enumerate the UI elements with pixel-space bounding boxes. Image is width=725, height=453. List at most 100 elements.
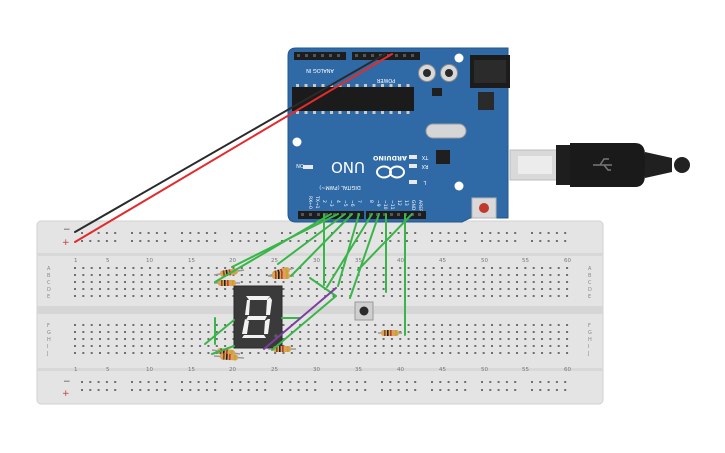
breadboard-hole[interactable] <box>224 267 227 269</box>
breadboard-hole[interactable] <box>516 352 519 354</box>
breadboard-hole[interactable] <box>357 345 360 347</box>
breadboard-hole[interactable] <box>482 331 485 333</box>
breadboard-hole[interactable] <box>390 338 393 340</box>
rail-hole[interactable] <box>147 389 150 391</box>
breadboard-hole[interactable] <box>524 267 527 269</box>
breadboard-hole[interactable] <box>74 331 76 333</box>
breadboard-hole[interactable] <box>157 288 160 290</box>
rail-hole[interactable] <box>397 389 400 391</box>
breadboard-hole[interactable] <box>349 331 352 333</box>
breadboard-hole[interactable] <box>149 274 152 276</box>
header-pin[interactable] <box>395 54 398 57</box>
breadboard-hole[interactable] <box>541 274 544 276</box>
breadboard-hole[interactable] <box>507 331 510 333</box>
breadboard-hole[interactable] <box>115 338 118 340</box>
breadboard-hole[interactable] <box>357 331 360 333</box>
breadboard-hole[interactable] <box>374 267 377 269</box>
breadboard-hole[interactable] <box>432 267 435 269</box>
breadboard-hole[interactable] <box>107 324 110 326</box>
rail-hole[interactable] <box>414 389 417 391</box>
breadboard-hole[interactable] <box>115 274 118 276</box>
rail-hole[interactable] <box>389 232 392 234</box>
breadboard-hole[interactable] <box>365 267 368 269</box>
breadboard-hole[interactable] <box>174 352 177 354</box>
breadboard-hole[interactable] <box>232 288 235 290</box>
breadboard-hole[interactable] <box>224 288 227 290</box>
breadboard-hole[interactable] <box>449 281 452 283</box>
breadboard-hole[interactable] <box>99 324 102 326</box>
rail-hole[interactable] <box>564 232 567 234</box>
header-pin[interactable] <box>309 213 312 216</box>
breadboard-hole[interactable] <box>132 345 135 347</box>
breadboard-hole[interactable] <box>457 324 460 326</box>
breadboard-hole[interactable] <box>399 288 402 290</box>
rail-hole[interactable] <box>231 240 233 242</box>
breadboard-hole[interactable] <box>74 324 76 326</box>
breadboard-hole[interactable] <box>374 324 377 326</box>
breadboard-hole[interactable] <box>90 281 93 283</box>
breadboard-hole[interactable] <box>307 331 310 333</box>
breadboard-hole[interactable] <box>332 281 335 283</box>
breadboard-hole[interactable] <box>82 324 85 326</box>
rail-hole[interactable] <box>547 240 550 242</box>
breadboard-hole[interactable] <box>174 331 177 333</box>
breadboard-hole[interactable] <box>457 352 460 354</box>
breadboard-hole[interactable] <box>399 345 402 347</box>
breadboard-hole[interactable] <box>499 331 502 333</box>
breadboard-hole[interactable] <box>465 352 468 354</box>
rail-hole[interactable] <box>131 232 133 234</box>
breadboard-hole[interactable] <box>440 288 443 290</box>
rail-hole[interactable] <box>239 232 242 234</box>
breadboard-hole[interactable] <box>507 295 510 297</box>
rail-hole[interactable] <box>447 381 450 383</box>
rail-hole[interactable] <box>389 381 392 383</box>
breadboard-hole[interactable] <box>407 295 410 297</box>
breadboard-hole[interactable] <box>165 274 168 276</box>
breadboard-hole[interactable] <box>282 295 285 297</box>
breadboard-hole[interactable] <box>549 281 552 283</box>
header-pin[interactable] <box>313 54 316 57</box>
breadboard-hole[interactable] <box>290 295 293 297</box>
rail-hole[interactable] <box>197 381 200 383</box>
breadboard-hole[interactable] <box>99 281 102 283</box>
rail-hole[interactable] <box>289 381 292 383</box>
breadboard-hole[interactable] <box>340 288 343 290</box>
breadboard-hole[interactable] <box>549 295 552 297</box>
rail-hole[interactable] <box>547 232 550 234</box>
header-pin[interactable] <box>355 54 358 57</box>
rail-hole[interactable] <box>239 240 242 242</box>
breadboard-hole[interactable] <box>340 295 343 297</box>
breadboard-hole[interactable] <box>107 267 110 269</box>
rail-hole[interactable] <box>81 389 83 391</box>
breadboard-hole[interactable] <box>382 281 385 283</box>
rail-hole[interactable] <box>339 389 342 391</box>
rail-hole[interactable] <box>255 240 258 242</box>
breadboard-hole[interactable] <box>307 295 310 297</box>
wire-purple[interactable] <box>263 287 337 350</box>
header-pin[interactable] <box>376 213 379 216</box>
breadboard-hole[interactable] <box>382 295 385 297</box>
breadboard-hole[interactable] <box>282 324 285 326</box>
rail-hole[interactable] <box>514 389 517 391</box>
rail-hole[interactable] <box>147 240 150 242</box>
breadboard-hole[interactable] <box>165 288 168 290</box>
breadboard-hole[interactable] <box>174 338 177 340</box>
breadboard-hole[interactable] <box>374 331 377 333</box>
breadboard-hole[interactable] <box>532 338 535 340</box>
breadboard-hole[interactable] <box>165 345 168 347</box>
breadboard-hole[interactable] <box>357 352 360 354</box>
rail-hole[interactable] <box>139 232 142 234</box>
rail-hole[interactable] <box>89 381 92 383</box>
rail-hole[interactable] <box>455 240 458 242</box>
breadboard-hole[interactable] <box>240 267 243 269</box>
wire-signal[interactable] <box>271 295 337 351</box>
rail-hole[interactable] <box>489 389 492 391</box>
rail-hole[interactable] <box>81 381 83 383</box>
breadboard-hole[interactable] <box>457 295 460 297</box>
rail-hole[interactable] <box>339 240 342 242</box>
breadboard-hole[interactable] <box>566 288 569 290</box>
breadboard-hole[interactable] <box>424 352 427 354</box>
breadboard-hole[interactable] <box>357 288 360 290</box>
rail-hole[interactable] <box>389 389 392 391</box>
rail-hole[interactable] <box>331 381 333 383</box>
